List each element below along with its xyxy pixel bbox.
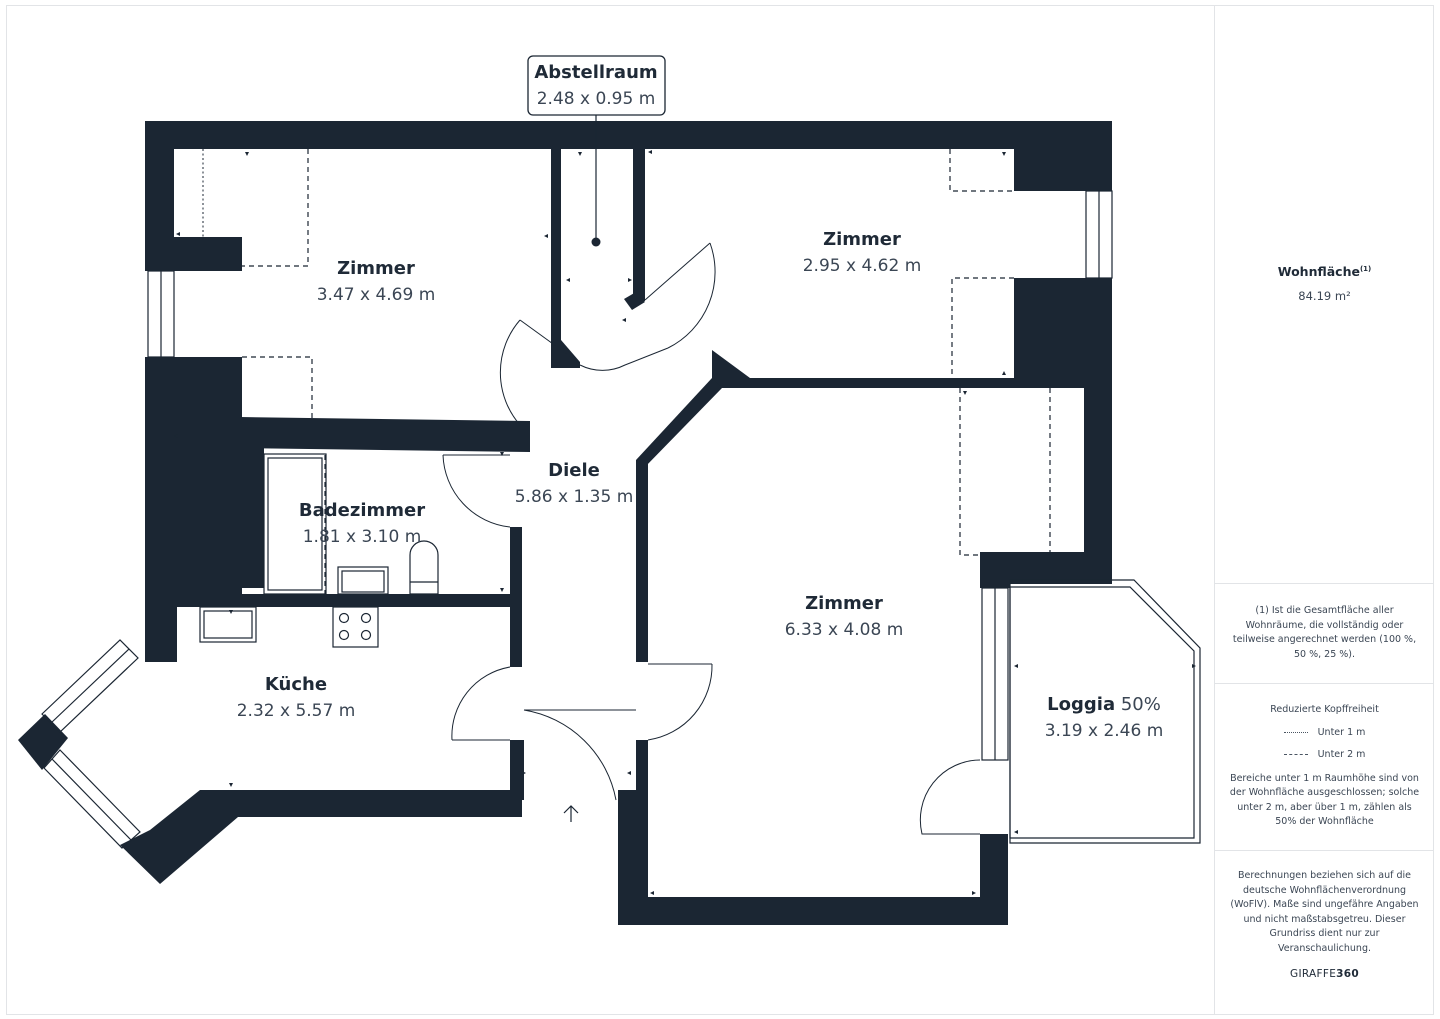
- loggia-suffix: 50%: [1115, 694, 1161, 715]
- disclaimer-text: Berechnungen beziehen sich auf die deuts…: [1230, 870, 1419, 954]
- living-area-value: 84.19 m²: [1298, 289, 1351, 303]
- headroom-note: Bereiche unter 1 m Raumhöhe sind von der…: [1229, 772, 1420, 828]
- room-labels: Abstellraum 2.48 x 0.95 m Zimmer 3.47 x …: [237, 62, 1164, 741]
- room-dims-abstellraum: 2.48 x 0.95 m: [537, 89, 656, 109]
- divider: [1215, 850, 1434, 851]
- pointer-dot: [591, 237, 601, 247]
- room-name-zimmer-1: Zimmer: [337, 258, 415, 279]
- dashed-line-icon: [1283, 754, 1308, 755]
- room-dims-zimmer-3: 6.33 x 4.08 m: [785, 620, 904, 640]
- room-dims-diele: 5.86 x 1.35 m: [515, 487, 634, 507]
- room-name-zimmer-3: Zimmer: [805, 593, 883, 614]
- headroom-legend: Reduzierte Kopffreiheit Unter 1 m Unter …: [1215, 703, 1434, 830]
- room-name-zimmer-2: Zimmer: [823, 229, 901, 250]
- markers: [174, 150, 1196, 895]
- loggia-name: Loggia: [1047, 694, 1115, 715]
- info-sidebar: Wohnfläche(1) 84.19 m² (1) Ist die Gesam…: [1214, 5, 1434, 1015]
- divider: [1215, 683, 1434, 684]
- floor-plan: Abstellraum 2.48 x 0.95 m Zimmer 3.47 x …: [18, 55, 1201, 925]
- room-name-abstellraum: Abstellraum: [534, 62, 657, 83]
- disclaimer-section: Berechnungen beziehen sich auf die deuts…: [1215, 869, 1434, 980]
- divider: [1215, 583, 1434, 584]
- legend-under-1m: Unter 1 m: [1229, 722, 1420, 744]
- fixtures: [199, 453, 439, 648]
- room-name-kueche: Küche: [265, 674, 327, 695]
- legend-under-1m-label: Unter 1 m: [1317, 727, 1366, 738]
- headroom-title: Reduzierte Kopffreiheit: [1270, 704, 1379, 715]
- brand-logo: GIRAFFE360: [1229, 968, 1420, 980]
- room-name-diele: Diele: [548, 460, 600, 481]
- living-area-title-text: Wohnfläche: [1277, 264, 1360, 279]
- brand-light: GIRAFFE: [1290, 968, 1337, 980]
- dotted-line-icon: [1283, 732, 1308, 733]
- legend-under-2m-label: Unter 2 m: [1317, 749, 1366, 760]
- walls: [18, 121, 1112, 925]
- footnote-text: (1) Ist die Gesamtfläche aller Wohnräume…: [1232, 605, 1417, 660]
- living-area-footnote-mark: (1): [1359, 264, 1372, 273]
- room-dims-loggia: 3.19 x 2.46 m: [1045, 721, 1164, 741]
- legend-under-2m: Unter 2 m: [1229, 744, 1420, 766]
- living-area-section: Wohnfläche(1) 84.19 m²: [1215, 264, 1434, 303]
- room-name-loggia: Loggia 50%: [1047, 694, 1161, 715]
- room-name-badezimmer: Badezimmer: [299, 500, 425, 521]
- brand-bold: 360: [1336, 968, 1359, 980]
- headroom-dashed: [242, 149, 1051, 594]
- living-area-title: Wohnfläche(1): [1229, 264, 1420, 279]
- doors: [442, 242, 981, 835]
- page-frame: [6, 5, 1434, 1015]
- room-dims-badezimmer: 1.81 x 3.10 m: [303, 527, 422, 547]
- room-dims-zimmer-2: 2.95 x 4.62 m: [803, 256, 922, 276]
- entrance-arrow-icon: [563, 805, 579, 822]
- abstellraum-label-box: [527, 55, 666, 116]
- windows: [41, 190, 1201, 849]
- room-dims-zimmer-1: 3.47 x 4.69 m: [317, 285, 436, 305]
- room-dims-kueche: 2.32 x 5.57 m: [237, 701, 356, 721]
